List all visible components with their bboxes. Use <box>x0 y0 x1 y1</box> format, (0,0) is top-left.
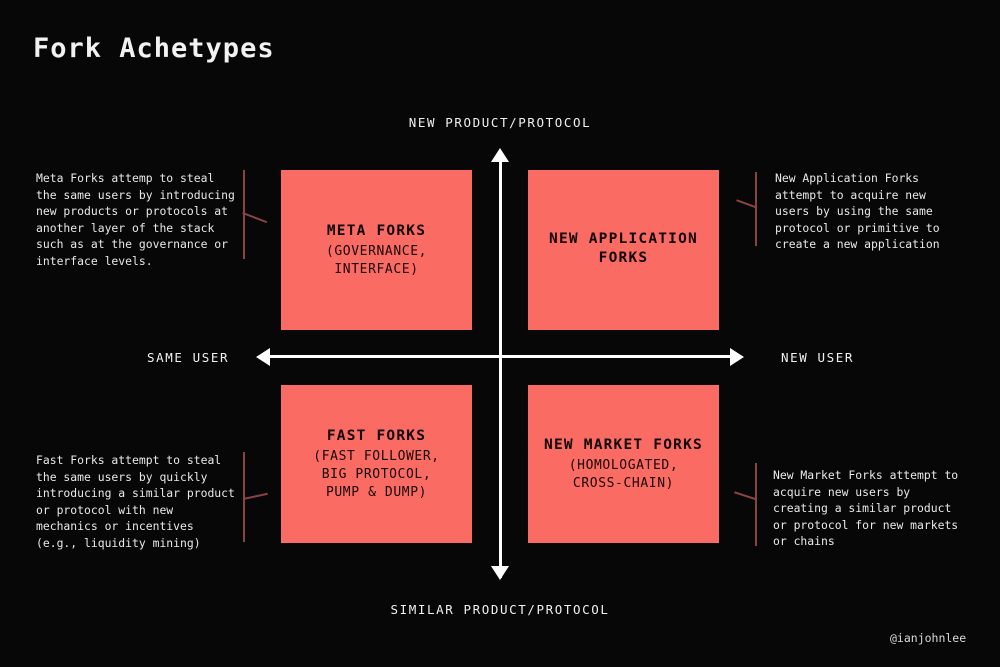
leader-line-meta-forks <box>243 170 245 259</box>
quadrant-subtitle: (HOMOLOGATED, CROSS-CHAIN) <box>568 457 679 491</box>
quadrant-title: NEW MARKET FORKS <box>544 436 703 453</box>
annotation-fast-forks: Fast Forks attempt to steal the same use… <box>36 453 235 550</box>
quadrant-title: NEW APPLICATION FORKS <box>549 231 698 266</box>
quadrant-meta-forks[interactable]: META FORKS (GOVERNANCE, INTERFACE) <box>281 170 472 330</box>
vertical-axis-line <box>499 155 502 578</box>
axis-label-bottom: SIMILAR PRODUCT/PROTOCOL <box>390 602 610 617</box>
axis-label-left: SAME USER <box>147 350 230 365</box>
annotation-new-application-forks: New Application Forks attempt to acquire… <box>775 171 940 252</box>
horizontal-axis-line <box>263 355 737 358</box>
page-title: Fork Achetypes <box>33 33 275 64</box>
arrow-left-icon <box>256 348 270 366</box>
leader-pointer-meta-forks <box>242 212 268 223</box>
axis-label-top: NEW PRODUCT/PROTOCOL <box>408 115 592 130</box>
arrow-down-icon <box>491 566 509 580</box>
quadrant-title: META FORKS <box>326 222 427 239</box>
arrow-right-icon <box>730 348 744 366</box>
annotation-new-market-forks: New Market Forks attempt to acquire new … <box>773 468 959 549</box>
quadrant-title: FAST FORKS <box>326 427 427 444</box>
annotation-meta-forks: Meta Forks attemp to steal the same user… <box>36 171 235 268</box>
quadrant-subtitle: (FAST FOLLOWER, BIG PROTOCOL, PUMP & DUM… <box>313 448 440 500</box>
quadrant-new-application-forks[interactable]: NEW APPLICATION FORKS <box>528 170 719 330</box>
quadrant-subtitle: (GOVERNANCE, INTERFACE) <box>325 243 428 277</box>
leader-pointer-new-market-forks <box>734 491 756 500</box>
leader-pointer-fast-forks <box>243 492 268 500</box>
quadrant-fast-forks[interactable]: FAST FORKS (FAST FOLLOWER, BIG PROTOCOL,… <box>281 385 472 543</box>
quadrant-new-market-forks[interactable]: NEW MARKET FORKS (HOMOLOGATED, CROSS-CHA… <box>528 385 719 543</box>
axis-label-right: NEW USER <box>781 350 855 365</box>
leader-line-new-market-forks <box>755 463 757 546</box>
leader-line-new-application-forks <box>755 172 757 246</box>
author-handle: @ianjohnlee <box>890 631 967 645</box>
arrow-up-icon <box>491 148 509 162</box>
leader-pointer-new-application-forks <box>736 199 756 208</box>
